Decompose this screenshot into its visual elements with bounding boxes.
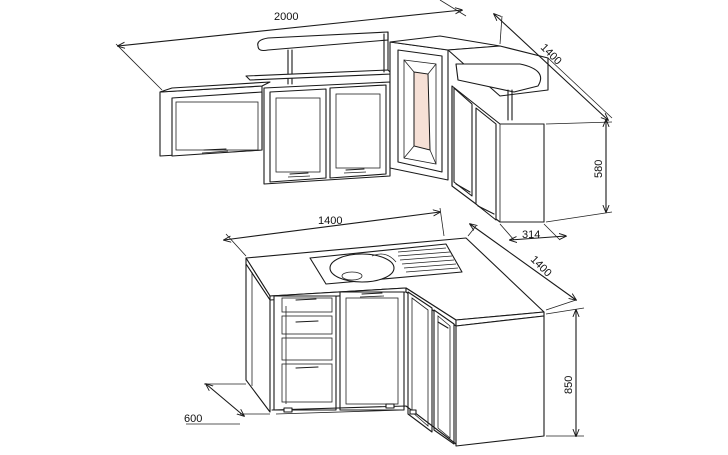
dim-upper-side-depth: 314 [522, 229, 540, 241]
dim-upper-height: 580 [593, 160, 605, 178]
dim-base-width: 1400 [318, 215, 342, 227]
drawer-stack [273, 295, 337, 411]
dim-upper-width: 2000 [274, 11, 298, 23]
plinth [271, 403, 457, 445]
base-sink-door [339, 291, 405, 411]
base-corner-doors [407, 291, 455, 445]
upper-right-cabinet [447, 45, 549, 223]
base-cabinets [245, 237, 545, 447]
dim-base-depth-side: 1400 [528, 254, 554, 280]
glass-panel [413, 71, 431, 151]
dim-base-height: 850 [563, 376, 575, 394]
base-right-end-panel [455, 315, 545, 447]
upper-cabinets [159, 31, 549, 223]
dim-base-depth: 600 [184, 413, 202, 425]
upper-left-lift-cabinet [159, 81, 271, 157]
sink [309, 243, 463, 285]
upper-two-door-cabinet [263, 81, 391, 185]
upper-open-shelf [245, 31, 393, 85]
dimension-lines [115, 0, 613, 436]
